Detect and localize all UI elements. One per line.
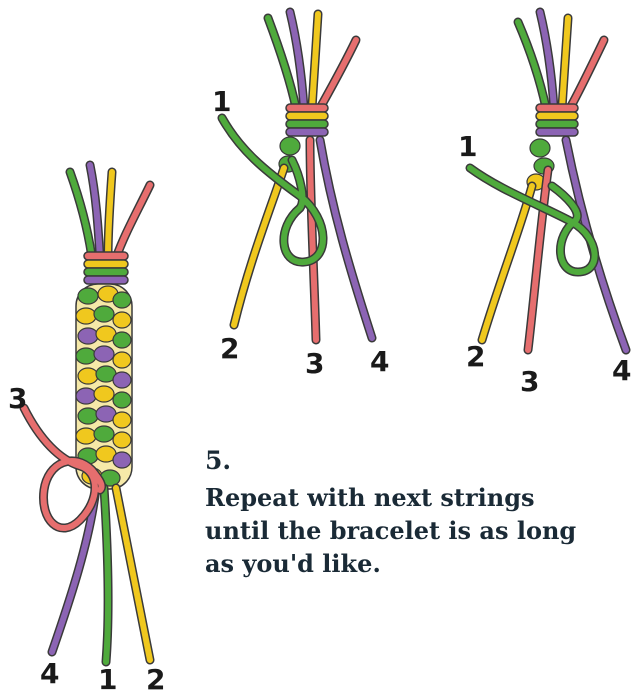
figure-left-braid: [24, 165, 150, 662]
right-strand-label-3: 3: [520, 368, 539, 396]
middle-strand-label-3: 3: [305, 350, 324, 378]
right-strand-label-1: 1: [458, 133, 477, 161]
left-strand-label-4: 4: [40, 660, 59, 688]
left-strand-label-3: 3: [8, 385, 27, 413]
middle-strand-label-2: 2: [220, 335, 239, 363]
figure-right-step: [470, 12, 626, 350]
left-strand-label-1: 1: [98, 666, 117, 694]
step-instruction: Repeat with next strings until the brace…: [205, 481, 635, 580]
right-strand-label-2: 2: [466, 343, 485, 371]
middle-strand-label-1: 1: [212, 88, 231, 116]
left-strand-label-2: 2: [146, 666, 165, 694]
figure-middle-step: [222, 12, 372, 340]
middle-strand-label-4: 4: [370, 348, 389, 376]
step-number: 5.: [205, 446, 231, 475]
right-strand-label-4: 4: [612, 357, 631, 385]
